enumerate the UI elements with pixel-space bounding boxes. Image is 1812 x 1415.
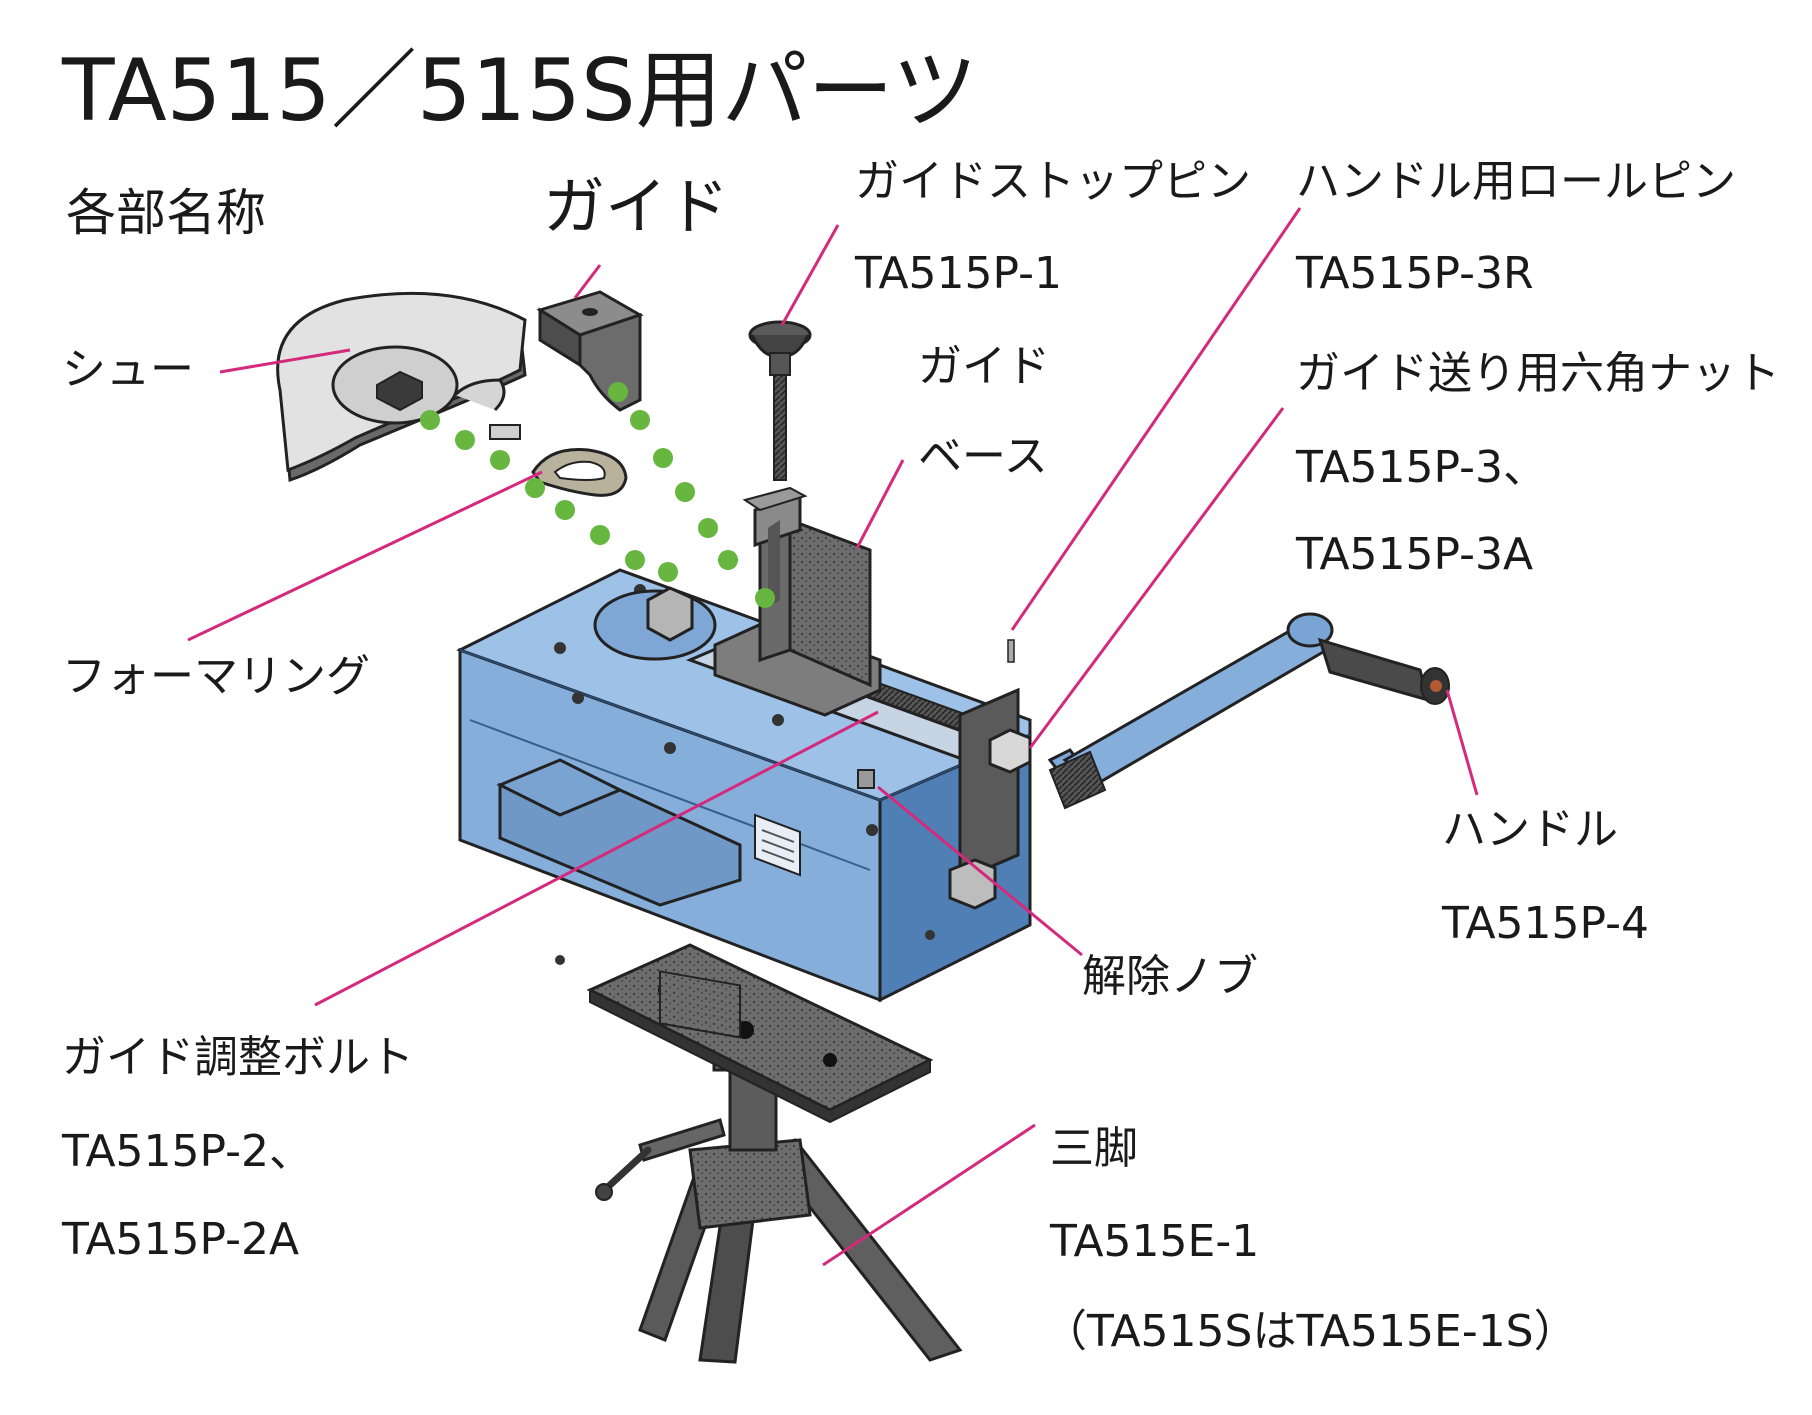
leader-handle	[1445, 689, 1479, 796]
guide-base-illustration	[713, 486, 882, 717]
label-shoe: シュー	[62, 344, 194, 395]
leader-shoe	[219, 348, 351, 374]
leader-guide	[573, 264, 602, 299]
handle-grip	[1317, 637, 1431, 703]
release-knob-shape	[857, 769, 875, 789]
label-guide-base-line1: ガイド	[918, 341, 1050, 392]
end-plate	[958, 687, 1020, 883]
square-drive	[646, 586, 694, 642]
handle-roll-pin-shape	[1007, 639, 1015, 663]
code-hex-nut-1: TA515P-3、	[1296, 442, 1547, 493]
leader-guide-bolt	[314, 710, 879, 1007]
label-tripod: 三脚	[1050, 1123, 1138, 1174]
section-subtitle: 各部名称	[66, 184, 266, 242]
tripod-hub	[688, 1138, 812, 1230]
page-title: TA515／515S用パーツ	[62, 41, 978, 141]
leader-guide-stop-pin	[780, 224, 840, 326]
code-handle: TA515P-4	[1442, 898, 1649, 949]
code-hex-nut-2: TA515P-3A	[1296, 529, 1534, 580]
label-handle-roll-pin: ハンドル用ロールピン	[1296, 156, 1736, 207]
forming-ring-illustration	[531, 447, 628, 497]
leader-release-knob	[877, 785, 1083, 957]
leader-lines	[187, 207, 1479, 1267]
assembly-dotted-lines	[420, 382, 775, 608]
tripod-clamp-lever	[606, 1146, 652, 1189]
guide-stop-pin-illustration	[748, 320, 812, 481]
code-tripod: TA515E-1	[1050, 1216, 1260, 1267]
leader-hex-nut	[1028, 407, 1285, 749]
leader-handle-roll-pin	[1010, 207, 1302, 631]
shoe-illustration	[276, 291, 527, 483]
label-release-knob: 解除ノブ	[1082, 951, 1258, 1002]
leader-tripod	[822, 1123, 1036, 1267]
leader-guide-base	[855, 459, 905, 549]
note-tripod: （TA515SはTA515E-1S）	[1043, 1306, 1578, 1357]
code-handle-roll-pin: TA515P-3R	[1296, 248, 1534, 299]
label-guide-base-line2: ベース	[918, 431, 1048, 482]
code-guide-stop-pin: TA515P-1	[855, 248, 1062, 299]
handle-illustration	[1047, 612, 1450, 810]
label-guide-stop-pin: ガイドストップピン	[855, 156, 1251, 207]
code-guide-bolt-2: TA515P-2A	[62, 1214, 300, 1265]
code-guide-bolt-1: TA515P-2、	[62, 1126, 313, 1177]
leader-forming-ring	[187, 470, 543, 642]
label-guide-bolt: ガイド調整ボルト	[62, 1032, 414, 1083]
label-hex-nut: ガイド送り用六角ナット	[1296, 348, 1780, 399]
label-guide: ガイド	[543, 170, 730, 243]
tripod-illustration	[586, 943, 963, 1364]
label-forming-ring: フォーマリング	[62, 651, 370, 702]
label-handle: ハンドル	[1442, 804, 1618, 855]
hex-nut-shape	[988, 728, 1032, 774]
